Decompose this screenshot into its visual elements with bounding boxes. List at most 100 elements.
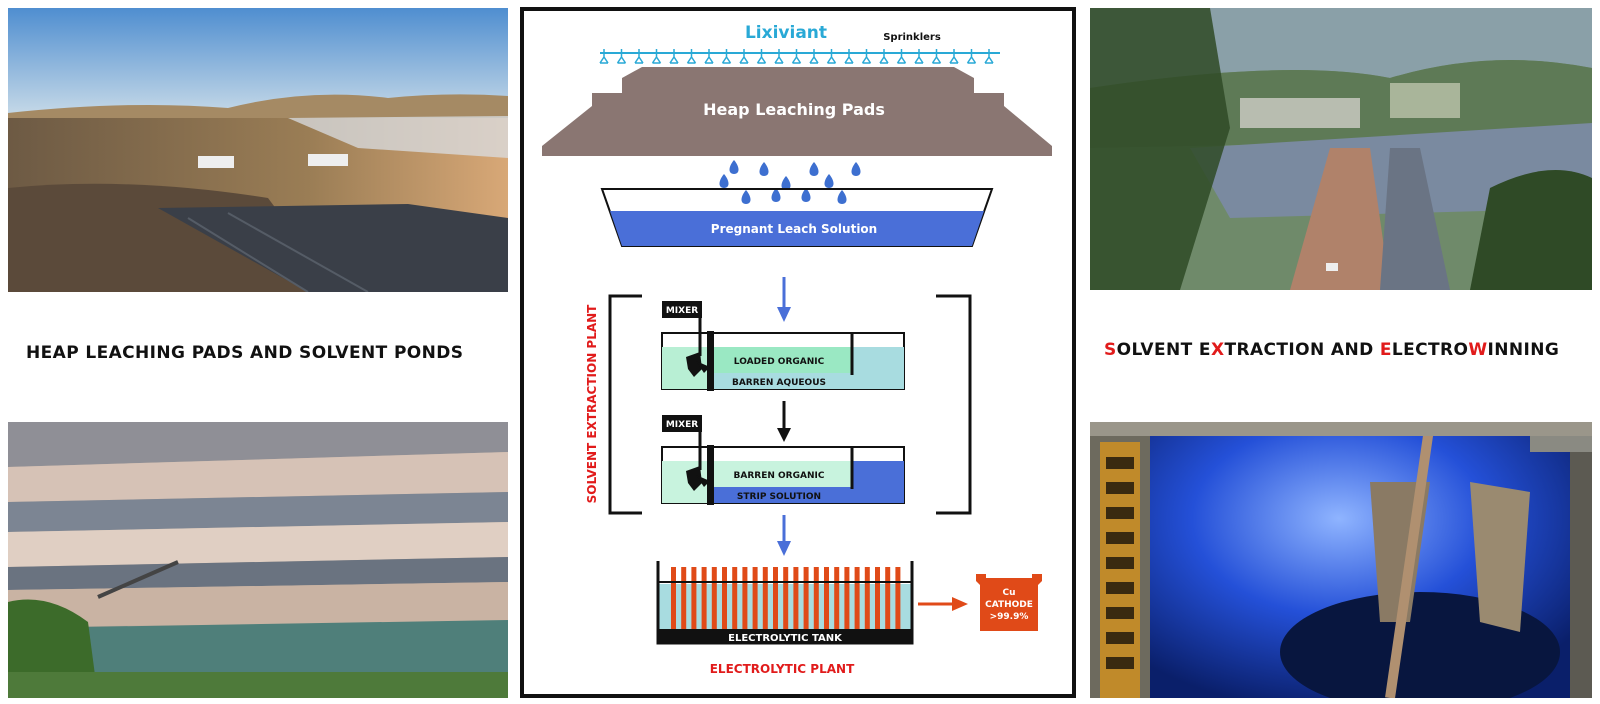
cathode-plate <box>732 567 738 629</box>
sprinkler-icon <box>739 49 749 64</box>
heap-label: Heap Leaching Pads <box>703 100 885 119</box>
right-panel-title: SOLVENT EXTRACTION AND ELECTROWINNING <box>1104 340 1559 360</box>
electrolytic-tank <box>656 561 914 645</box>
title-part: OLVENT E <box>1116 340 1211 360</box>
cathode-plate <box>783 567 789 629</box>
mixer-1-label: MIXER <box>666 306 698 316</box>
drop-icon <box>741 190 751 204</box>
left-panel-title: HEAP LEACHING PADS AND SOLVENT PONDS <box>26 343 464 363</box>
cathode-plate <box>834 567 840 629</box>
cathode-line-1: Cu <box>1002 588 1015 598</box>
drops-group <box>719 160 861 204</box>
heap-leaching-pads-shape <box>542 67 1052 156</box>
solvent-ponds-photo <box>8 422 508 698</box>
sprinkler-icon <box>721 49 732 64</box>
arrow-settler-1-to-2 <box>777 401 791 442</box>
electrolytic-plant-label: ELECTROLYTIC PLANT <box>710 662 855 676</box>
sprinkler-icon <box>704 49 714 64</box>
cathode-plate <box>752 567 758 629</box>
cathode-plate <box>691 567 697 629</box>
pls-label: Pregnant Leach Solution <box>711 222 877 236</box>
cathode-line-3: >99.9% <box>990 612 1029 622</box>
drop-icon <box>851 162 861 176</box>
cathode-plate <box>681 567 687 629</box>
sprinkler-icon <box>861 49 872 64</box>
process-diagram: Lixiviant Sprinklers Heap Leaching Pads … <box>520 7 1076 698</box>
sx-bracket-right <box>936 294 972 515</box>
title-part: S <box>1104 340 1117 360</box>
cathode-plate <box>671 567 676 629</box>
sx-ew-plant-photo <box>1090 8 1592 290</box>
cathode-plate <box>824 567 829 629</box>
cathode-plate <box>701 567 707 629</box>
drop-icon <box>809 162 819 176</box>
electrolytic-tank-label: ELECTROLYTIC TANK <box>728 633 843 644</box>
loaded-organic-label: LOADED ORGANIC <box>734 357 825 367</box>
sprinkler-icon <box>949 49 959 64</box>
cathode-plate <box>813 567 819 629</box>
barren-aqueous-label: BARREN AQUEOUS <box>732 378 826 388</box>
drop-icon <box>759 162 769 176</box>
sprinkler-icon <box>599 49 609 64</box>
sprinkler-icon <box>651 49 662 64</box>
sprinkler-icon <box>809 49 819 64</box>
cathode-plate <box>773 567 778 629</box>
heap-leaching-pads-photo <box>8 8 508 292</box>
settler-2 <box>661 431 905 505</box>
arrow-to-sx <box>777 277 791 322</box>
title-part: INNING <box>1487 340 1560 360</box>
sprinkler-icon <box>756 49 767 64</box>
cathode-plate <box>762 567 768 629</box>
sprinkler-icon <box>616 49 627 64</box>
sprinkler-icon <box>931 49 942 64</box>
mixer-1-tag <box>662 301 702 318</box>
lixiviant-label: Lixiviant <box>745 23 827 43</box>
drop-icon <box>719 174 729 188</box>
cathode-plate <box>875 567 880 629</box>
sprinkler-icon <box>914 49 924 64</box>
cathode-plate <box>793 567 799 629</box>
title-part: X <box>1210 340 1225 360</box>
sprinkler-icon <box>774 49 784 64</box>
drop-icon <box>801 188 811 202</box>
sprinkler-icon <box>791 49 802 64</box>
sprinkler-icon <box>966 49 977 64</box>
drop-icon <box>837 190 847 204</box>
cathode-plate <box>854 567 860 629</box>
drop-icon <box>781 176 791 190</box>
title-part: W <box>1468 340 1488 360</box>
cu-cathode-block <box>976 574 1042 631</box>
sprinkler-icon <box>826 49 837 64</box>
sprinkler-icon <box>984 49 994 64</box>
cathode-plate <box>885 567 891 629</box>
title-part: E <box>1379 340 1392 360</box>
arrow-to-cathode <box>918 597 968 611</box>
title-part: LECTRO <box>1391 340 1469 360</box>
drop-icon <box>771 188 781 202</box>
sprinkler-icon <box>844 49 854 64</box>
cathode-plate <box>711 567 717 629</box>
cathode-plate <box>864 567 870 629</box>
sprinkler-icon <box>669 49 679 64</box>
cathode-plate <box>742 567 748 629</box>
drop-icon <box>729 160 739 174</box>
sprinkler-icon <box>879 49 889 64</box>
barren-organic-label: BARREN ORGANIC <box>734 471 825 481</box>
mixer-2-tag <box>662 415 702 432</box>
cathode-plate <box>844 567 850 629</box>
sprinklers-label: Sprinklers <box>883 32 941 43</box>
pls-pond-liquid <box>610 211 984 246</box>
cathode-plate <box>895 567 901 629</box>
cathode-line-2: CATHODE <box>985 600 1033 610</box>
strip-solution-label: STRIP SOLUTION <box>737 492 821 502</box>
cathode-plate <box>803 567 809 629</box>
sprinkler-icon <box>896 49 907 64</box>
title-part: TRACTION AND <box>1224 340 1380 360</box>
settler-1 <box>661 317 905 391</box>
sprinkler-icon <box>634 49 644 64</box>
cathode-plates <box>671 567 901 629</box>
sx-plant-label: SOLVENT EXTRACTION PLANT <box>585 304 599 504</box>
drop-icon <box>824 174 834 188</box>
arrow-to-ew <box>777 515 791 556</box>
mixer-2-label: MIXER <box>666 420 698 430</box>
